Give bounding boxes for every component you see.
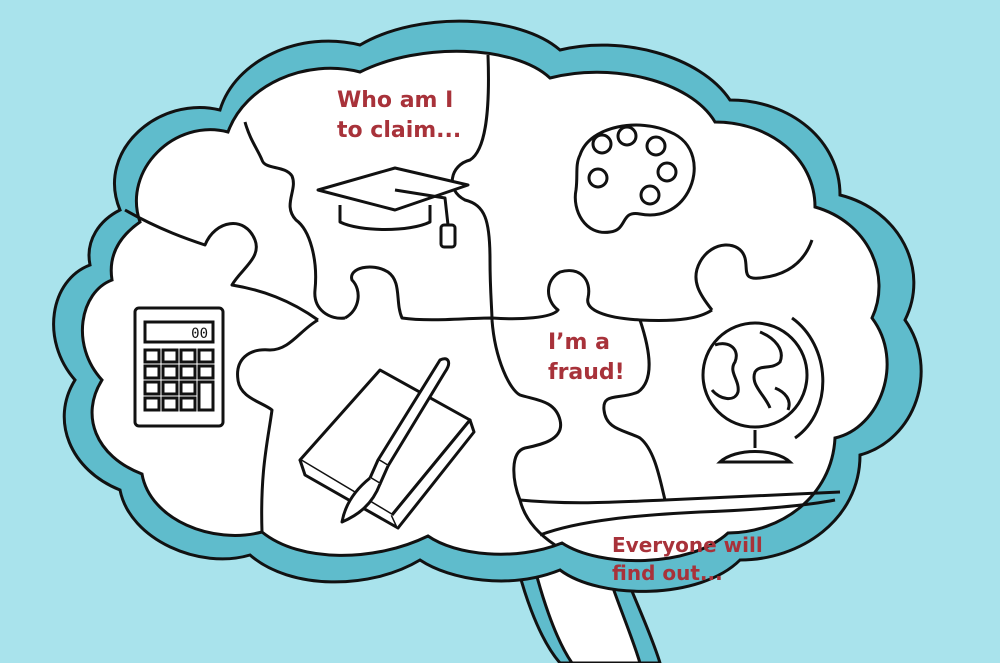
book-and-brush-icon [298, 357, 476, 530]
thought-line: find out... [612, 561, 723, 585]
thought-im-a-fraud: I’m a fraud! [548, 328, 625, 388]
graduation-cap-icon [316, 166, 470, 249]
globe-icon [701, 316, 825, 464]
thought-line: I’m a [548, 330, 610, 355]
paint-palette-icon [573, 123, 696, 234]
thought-everyone-will-find-out: Everyone will find out... [612, 531, 763, 587]
calculator-display: 00 [191, 326, 208, 342]
calculator-icon [133, 306, 225, 428]
puzzle-seams [124, 54, 841, 547]
thought-line: fraud! [548, 360, 625, 385]
thought-line: to claim... [337, 118, 462, 143]
thought-who-am-i: Who am I to claim... [337, 86, 461, 146]
thought-line: Who am I [337, 88, 454, 113]
thought-line: Everyone will [612, 533, 763, 557]
